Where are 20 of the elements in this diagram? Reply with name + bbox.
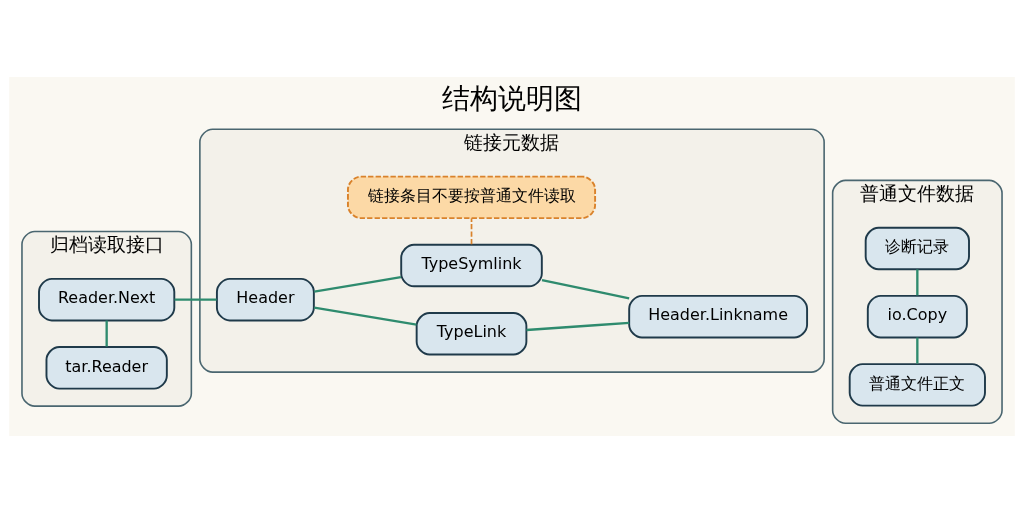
connector	[314, 275, 402, 293]
node-box: Header	[215, 277, 315, 321]
connector	[174, 297, 217, 301]
node-box: 普通文件正文	[848, 362, 986, 407]
node-box: 诊断记录	[864, 226, 970, 270]
node-box: 链接条目不要按普通文件读取	[347, 175, 597, 219]
connector	[541, 278, 630, 299]
node-box: TypeSymlink	[400, 243, 543, 287]
connector	[470, 216, 473, 245]
connector	[916, 268, 919, 295]
connector	[314, 305, 417, 326]
node-box: Header.Linkname	[628, 294, 809, 338]
diagram-title: 结构说明图	[442, 81, 582, 115]
node-box: tar.Reader	[45, 345, 168, 390]
node-box: io.Copy	[866, 294, 968, 338]
connector	[105, 320, 108, 346]
connector	[526, 321, 630, 331]
connector	[916, 337, 919, 364]
node-box: Reader.Next	[38, 277, 176, 321]
node-box: TypeLink	[415, 311, 528, 355]
